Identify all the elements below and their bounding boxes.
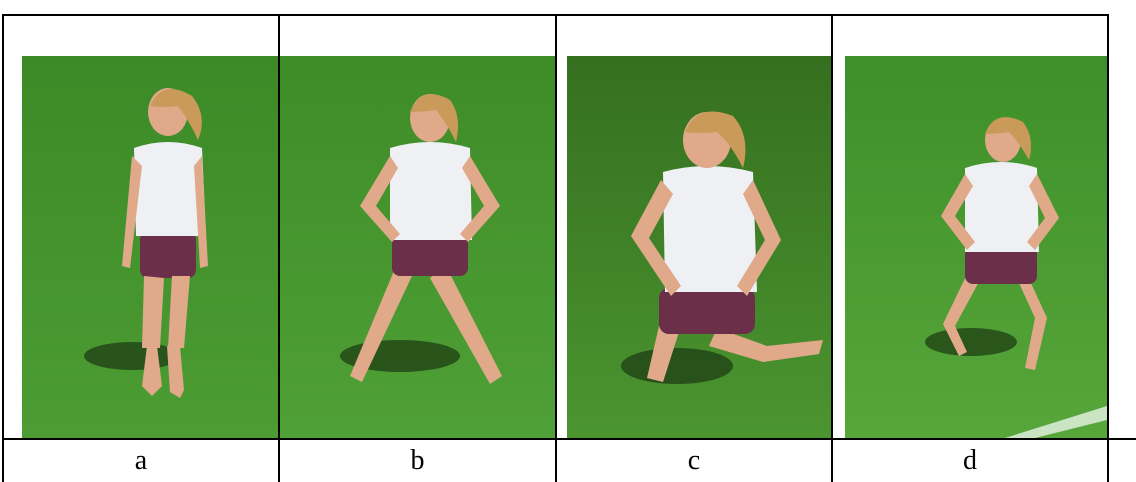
photo-d (845, 56, 1107, 438)
grid-line-1 (278, 14, 280, 482)
grid-line-left (2, 14, 4, 482)
caption-a: a (134, 445, 148, 476)
figure-standing (122, 88, 208, 398)
photo-a (22, 56, 278, 438)
grid-line-right (1107, 14, 1109, 482)
figure-wide-stance (350, 94, 502, 384)
caption-c: c (687, 445, 701, 476)
figure-kneeling (631, 111, 823, 382)
grid-line-2 (555, 14, 557, 482)
grid-line-3 (831, 14, 833, 482)
grid-line-caption (2, 438, 1136, 440)
shadow (621, 348, 733, 384)
grid-line-top (2, 14, 1109, 16)
figure-half-squat (941, 117, 1059, 370)
caption-d: d (963, 445, 977, 476)
shadow (925, 328, 1017, 356)
field-line (1005, 406, 1107, 438)
caption-b: b (410, 445, 425, 476)
photo-c (567, 56, 831, 438)
photo-b (280, 56, 555, 438)
shadow (84, 342, 180, 370)
